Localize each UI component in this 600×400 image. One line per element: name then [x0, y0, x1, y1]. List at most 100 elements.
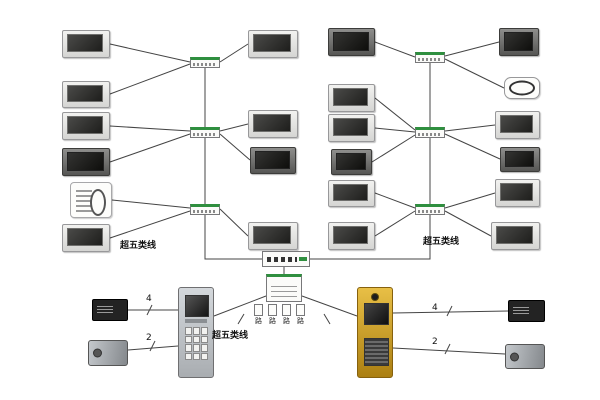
label-cat5-left: 超五类线 [120, 241, 157, 251]
port-label: 路 [269, 317, 276, 325]
keypad-key [201, 327, 208, 335]
label-wirecount-2-left: 2 [146, 333, 152, 343]
indoor-video-monitor [495, 179, 540, 207]
indoor-video-monitor [62, 224, 110, 252]
cable-wire [444, 41, 500, 57]
video-distributor [415, 127, 445, 138]
electric-lock [505, 344, 545, 369]
cable-wire [444, 210, 492, 237]
keypad-key [201, 344, 208, 352]
keypad-key [185, 335, 192, 343]
indoor-video-monitor [500, 147, 540, 172]
cable-wire [109, 63, 191, 95]
speaker-grille [364, 338, 389, 366]
power-controller [266, 274, 302, 302]
cable-wire [219, 43, 249, 63]
monitor-screen [500, 183, 533, 201]
network-switch [262, 251, 310, 267]
video-distributor [190, 57, 220, 68]
label-cat5-bottom: 超五类线 [212, 331, 249, 341]
indoor-video-monitor [328, 222, 375, 250]
cable-wire [146, 304, 153, 316]
indoor-video-monitor [248, 222, 298, 250]
indoor-video-monitor [62, 112, 110, 140]
video-distributor [415, 52, 445, 63]
indoor-video-monitor [499, 28, 539, 56]
cable-wire [109, 125, 191, 132]
indoor-video-monitor [62, 30, 110, 58]
monitor-screen [500, 115, 533, 133]
port-label: 路 [297, 317, 304, 325]
cable-wire [127, 345, 179, 351]
monitor-screen [67, 116, 103, 134]
cable-wire [323, 313, 331, 325]
cable-wire [219, 208, 249, 237]
keypad-key [201, 335, 208, 343]
cable-wire [374, 127, 416, 133]
power-supply-box [92, 299, 128, 321]
keypad-key [193, 335, 200, 343]
cable-wire [374, 210, 416, 237]
keypad-key [193, 327, 200, 335]
label-cat5-right: 超五类线 [423, 237, 460, 247]
video-distributor [190, 204, 220, 215]
indoor-video-monitor [491, 222, 540, 250]
indoor-video-monitor [62, 148, 110, 176]
indoor-video-monitor [495, 111, 540, 139]
video-distributor [415, 204, 445, 215]
cable-wire [444, 343, 451, 355]
cable-wire [444, 192, 496, 209]
keypad-key [185, 344, 192, 352]
cable-wire [219, 133, 251, 161]
monitor-screen [496, 226, 533, 244]
indoor-video-monitor [250, 147, 296, 174]
monitor-screen [333, 184, 368, 201]
cable-wire [109, 43, 191, 63]
door-station-screen [364, 303, 389, 325]
cable-wire [392, 310, 509, 314]
cable-wire [374, 97, 416, 131]
cable-wire [219, 123, 249, 132]
output-port: 路 [268, 304, 277, 325]
label-wirecount-4-left: 4 [146, 294, 152, 304]
output-port: 路 [296, 304, 305, 325]
keypad-key [185, 327, 192, 335]
monitor-screen [333, 226, 368, 244]
cable-wire [213, 295, 267, 317]
keypad-key [185, 352, 192, 360]
monitor-screen [255, 151, 290, 169]
monitor-screen [336, 153, 366, 170]
monitor-screen [67, 85, 103, 102]
electric-lock [88, 340, 128, 366]
cable-wire [237, 313, 245, 325]
door-station-screen [185, 295, 209, 317]
monitor-screen [333, 88, 368, 106]
cable-wire [310, 57, 431, 260]
keypad-key [193, 352, 200, 360]
camera-lens [371, 293, 379, 301]
monitor-screen [67, 34, 103, 52]
cable-wire [109, 133, 191, 163]
monitor-screen [253, 226, 291, 244]
cable-wire [371, 134, 416, 163]
monitor-screen [67, 152, 104, 171]
port-label: 路 [283, 317, 290, 325]
label-wirecount-4-right: 4 [432, 303, 438, 313]
indoor-video-monitor [248, 30, 298, 58]
cable-wire [374, 41, 416, 58]
keypad-key [201, 352, 208, 360]
cable-wire [111, 199, 191, 209]
indoor-video-monitor [248, 110, 298, 138]
handset-oval [90, 189, 106, 216]
indoor-video-monitor [328, 114, 375, 142]
cable-wire [444, 133, 501, 160]
cable-wire [444, 58, 505, 89]
cable-wire [149, 340, 156, 352]
indoor-video-monitor [62, 81, 110, 108]
cable-wire [392, 347, 506, 355]
label-wirecount-2-right: 2 [432, 337, 438, 347]
monitor-screen [333, 32, 369, 51]
keypad-dots [76, 190, 92, 212]
